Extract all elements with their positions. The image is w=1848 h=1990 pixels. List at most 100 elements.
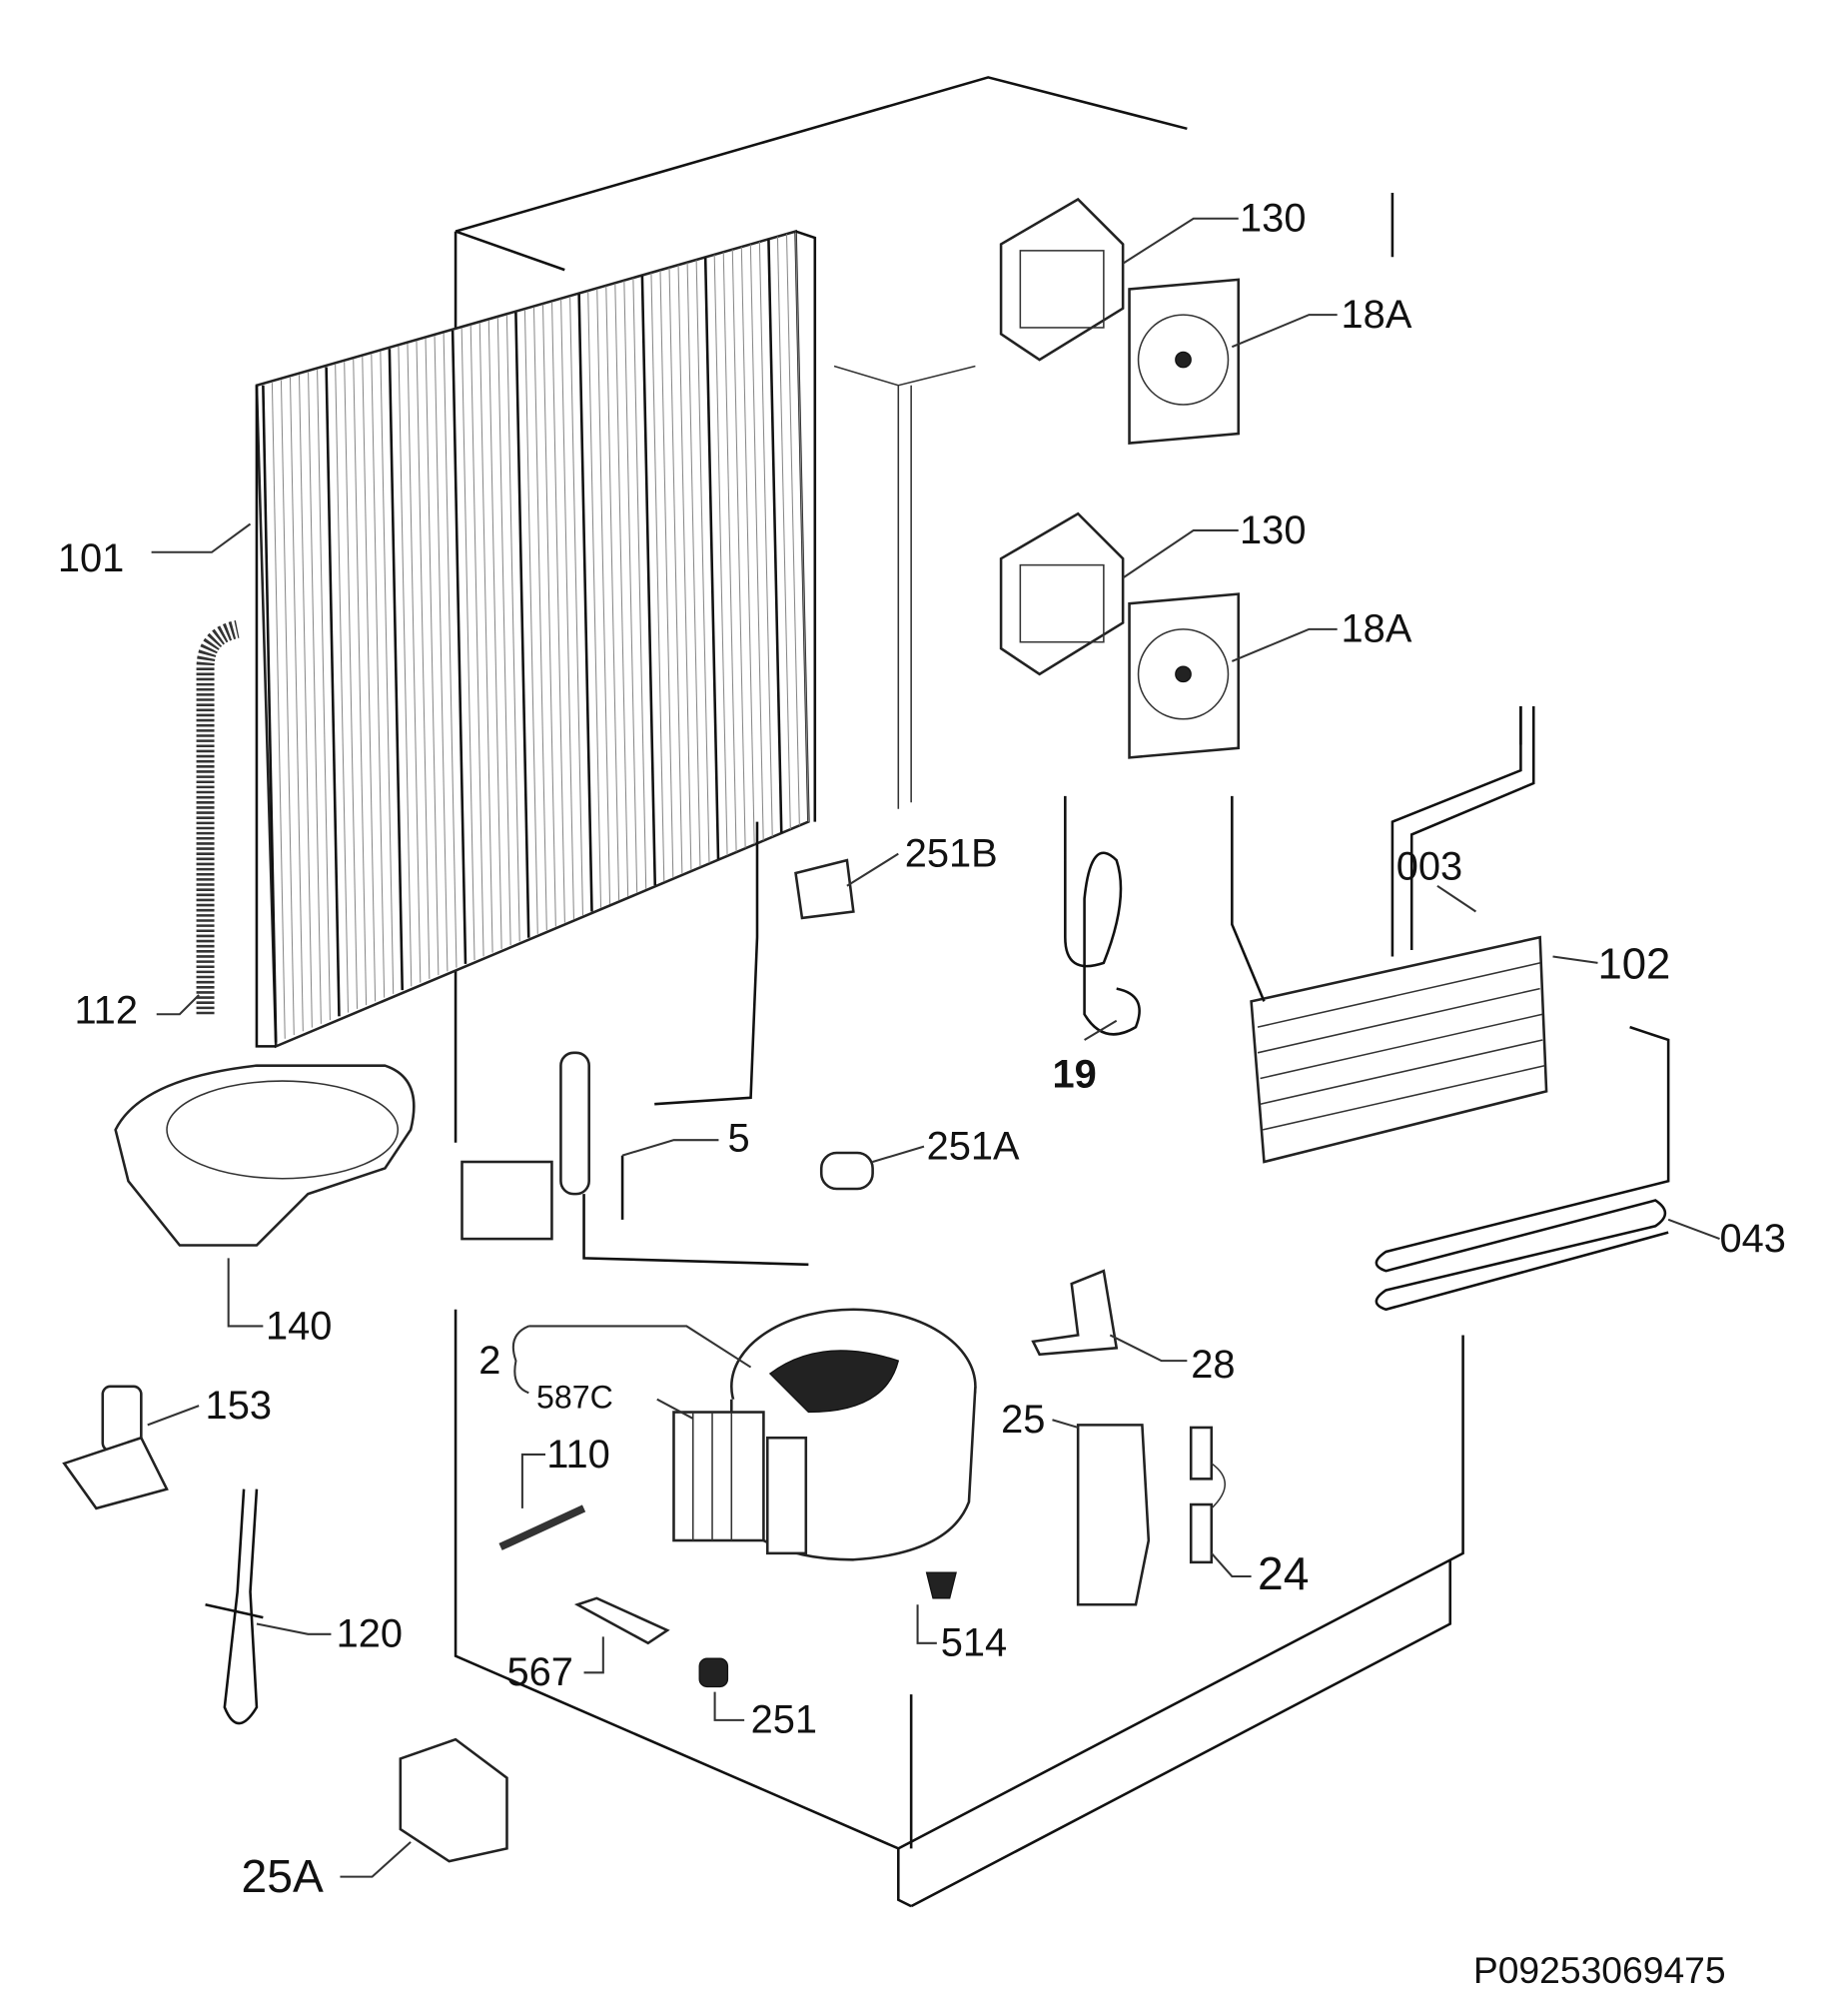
callout-140: 140 xyxy=(266,1304,332,1348)
callout-130-top: 130 xyxy=(1240,197,1306,241)
drier-valve-assembly xyxy=(461,821,809,1267)
callout-120: 120 xyxy=(337,1612,403,1656)
condenser-fin xyxy=(505,315,520,942)
condenser-fin xyxy=(722,252,737,852)
condenser-fin xyxy=(487,320,502,949)
condenser-fin xyxy=(795,231,809,822)
condenser-fin xyxy=(767,239,783,833)
condenser-fin xyxy=(551,302,565,923)
drip-tray xyxy=(114,1064,416,1247)
condenser-fin xyxy=(353,359,368,1006)
foot-514 xyxy=(925,1571,957,1599)
condenser-fin xyxy=(623,281,638,893)
condenser-fin xyxy=(398,346,413,987)
starter-587c xyxy=(672,1411,808,1555)
callout-25: 25 xyxy=(1001,1398,1045,1442)
condenser-fin xyxy=(469,325,484,957)
condenser-fin xyxy=(695,260,710,863)
valve-153 xyxy=(62,1385,169,1510)
defrost-heater xyxy=(1375,1025,1670,1312)
condenser-fin xyxy=(380,351,395,994)
relay-24 xyxy=(1189,1426,1227,1564)
bracket-28 xyxy=(1031,1269,1119,1357)
callout-112: 112 xyxy=(75,988,138,1032)
condenser-fin xyxy=(271,383,286,1039)
condenser-fin xyxy=(749,244,764,841)
callout-043: 043 xyxy=(1720,1217,1786,1261)
condenser-fin xyxy=(317,370,331,1021)
capacitor-25a xyxy=(399,1737,508,1863)
drain-hose xyxy=(196,620,240,1015)
callout-130-bottom: 130 xyxy=(1240,508,1306,552)
condenser-fin xyxy=(632,278,647,889)
condenser-fin xyxy=(587,291,602,908)
condenser-fin xyxy=(443,333,458,968)
condenser-fin xyxy=(785,234,800,826)
callout-251: 251 xyxy=(751,1698,817,1742)
rod-110 xyxy=(498,1504,586,1550)
condenser-fin xyxy=(478,323,493,953)
grommet-251 xyxy=(698,1657,729,1688)
condenser-fin xyxy=(388,349,405,991)
condenser-fin xyxy=(262,385,278,1043)
callout-2: 2 xyxy=(478,1339,500,1383)
plate-567 xyxy=(573,1596,670,1645)
evaporator xyxy=(1231,705,1548,1164)
grommet-251a xyxy=(819,1151,874,1191)
condenser-fin xyxy=(758,242,773,837)
condenser-fin xyxy=(541,304,556,927)
condenser-fin xyxy=(362,357,377,1002)
callout-003: 003 xyxy=(1396,844,1462,888)
condenser-fin xyxy=(425,338,440,976)
condenser-fin xyxy=(776,236,791,830)
callout-514: 514 xyxy=(941,1621,1007,1665)
callout-251a: 251A xyxy=(927,1124,1020,1168)
callout-153: 153 xyxy=(206,1384,272,1428)
cover-25 xyxy=(1076,1424,1151,1606)
callout-101: 101 xyxy=(58,536,124,580)
condenser-fin xyxy=(325,367,341,1017)
condenser-fin xyxy=(668,268,683,875)
condenser-fin xyxy=(560,299,574,919)
callout-110: 110 xyxy=(546,1433,609,1477)
callout-587c: 587C xyxy=(536,1380,613,1416)
condenser-fin xyxy=(686,262,701,867)
callout-102: 102 xyxy=(1597,939,1670,988)
callout-18a-bottom: 18A xyxy=(1342,607,1412,651)
condenser-coil xyxy=(255,229,817,1049)
condenser-fin xyxy=(532,307,547,931)
condenser-fin xyxy=(451,330,467,964)
condenser-fin xyxy=(344,362,359,1009)
condenser-fin xyxy=(596,289,611,904)
callout-251b: 251B xyxy=(905,832,998,876)
fan-housing-top xyxy=(999,197,1125,362)
diagram-code: P09253069475 xyxy=(1473,1949,1726,1990)
condenser-fin xyxy=(308,372,322,1024)
fuse-120 xyxy=(205,1489,264,1725)
condenser-fin xyxy=(740,247,755,845)
leader-lines xyxy=(147,217,1720,1878)
fan-housing-bottom xyxy=(999,511,1125,676)
fan-bottom xyxy=(1128,592,1241,759)
condenser-fin xyxy=(407,343,422,983)
condenser-fin xyxy=(650,273,665,882)
condenser-fin xyxy=(461,328,475,961)
condenser-fin xyxy=(677,265,692,871)
clip-251b xyxy=(794,858,855,920)
condenser-fin xyxy=(496,317,511,946)
power-cord xyxy=(1064,795,1141,1036)
condenser-fin xyxy=(523,309,538,934)
condenser-fin xyxy=(731,249,746,848)
callout-18a-top: 18A xyxy=(1342,293,1412,337)
condenser-fin xyxy=(713,255,728,856)
callout-25a: 25A xyxy=(242,1850,324,1902)
condenser-fin xyxy=(614,283,629,897)
condenser-fin xyxy=(434,336,449,972)
condenser-fin xyxy=(577,294,593,912)
callout-28: 28 xyxy=(1191,1343,1235,1387)
condenser-fin xyxy=(289,377,304,1032)
callout-24: 24 xyxy=(1258,1547,1309,1599)
condenser-fin xyxy=(514,312,530,938)
callout-5: 5 xyxy=(727,1117,749,1161)
